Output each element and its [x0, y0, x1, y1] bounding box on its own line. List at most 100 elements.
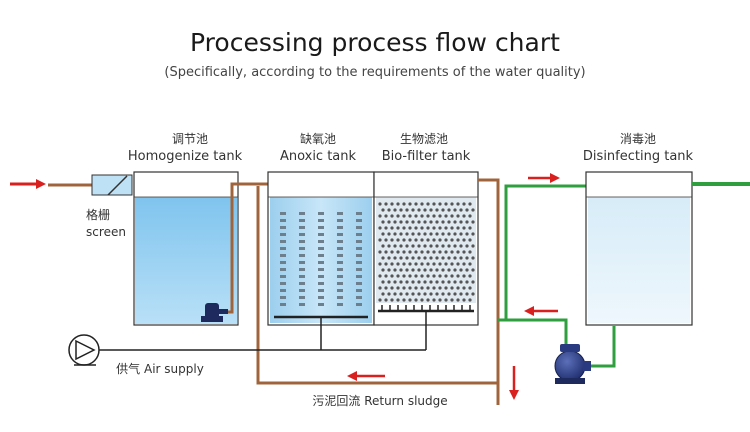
media-particle	[453, 292, 457, 296]
media-particle	[471, 244, 475, 248]
media-particle	[468, 250, 472, 254]
media-particle	[453, 268, 457, 272]
bubble	[299, 247, 305, 250]
media-particle	[420, 298, 424, 302]
media-particle	[405, 220, 409, 224]
media-particle	[417, 256, 421, 260]
media-particle	[438, 202, 442, 206]
media-particle	[450, 274, 454, 278]
media-particle	[381, 280, 385, 284]
bubble	[318, 282, 324, 285]
media-particle	[426, 202, 430, 206]
media-particle	[387, 268, 391, 272]
bubble	[318, 303, 324, 306]
media-particle	[450, 250, 454, 254]
media-particle	[396, 202, 400, 206]
media-particle	[378, 262, 382, 266]
anoxic-tank-label-en: Anoxic tank	[280, 149, 357, 164]
media-particle	[471, 268, 475, 272]
media-particle	[432, 298, 436, 302]
media-particle	[390, 286, 394, 290]
clean-water-pipe	[498, 184, 598, 322]
bubble	[356, 289, 362, 292]
media-particle	[453, 208, 457, 212]
media-particle	[471, 208, 475, 212]
media-particle	[465, 268, 469, 272]
media-particle	[393, 256, 397, 260]
media-particle	[405, 244, 409, 248]
media-particle	[438, 238, 442, 242]
pump-suction-pipe	[506, 318, 568, 348]
screen-label-cn: 格栅	[86, 207, 110, 222]
media-particle	[411, 292, 415, 296]
media-particle	[456, 238, 460, 242]
media-particle	[420, 226, 424, 230]
media-particle	[465, 244, 469, 248]
media-particle	[408, 238, 412, 242]
page-title: Processing process flow chart	[190, 28, 560, 57]
media-particle	[441, 280, 445, 284]
media-particle	[411, 256, 415, 260]
media-particle	[399, 232, 403, 236]
filter-media	[378, 202, 475, 302]
media-particle	[384, 226, 388, 230]
media-particle	[432, 226, 436, 230]
bubble	[318, 226, 324, 229]
media-particle	[414, 214, 418, 218]
media-particle	[447, 208, 451, 212]
media-particle	[420, 238, 424, 242]
media-particle	[429, 244, 433, 248]
media-particle	[384, 214, 388, 218]
media-particle	[378, 238, 382, 242]
media-particle	[399, 268, 403, 272]
bubble	[337, 275, 343, 278]
inlet-arrow	[10, 179, 46, 189]
media-particle	[459, 220, 463, 224]
bubble	[356, 233, 362, 236]
bubble	[280, 233, 286, 236]
media-particle	[456, 274, 460, 278]
media-particle	[405, 292, 409, 296]
media-particle	[402, 226, 406, 230]
media-particle	[462, 226, 466, 230]
media-particle	[393, 268, 397, 272]
media-particle	[420, 202, 424, 206]
biofilter-tank	[373, 171, 479, 326]
media-particle	[444, 226, 448, 230]
media-particle	[390, 250, 394, 254]
media-particle	[441, 244, 445, 248]
media-particle	[432, 286, 436, 290]
media-particle	[387, 220, 391, 224]
media-particle	[414, 298, 418, 302]
media-particle	[450, 262, 454, 266]
media-particle	[447, 220, 451, 224]
media-particle	[408, 286, 412, 290]
media-particle	[423, 244, 427, 248]
media-particle	[450, 214, 454, 218]
media-particle	[441, 220, 445, 224]
media-particle	[390, 202, 394, 206]
return-sludge-arrow	[347, 371, 385, 381]
media-particle	[462, 262, 466, 266]
media-particle	[426, 238, 430, 242]
media-particle	[408, 214, 412, 218]
media-particle	[420, 262, 424, 266]
media-particle	[381, 292, 385, 296]
bubble	[318, 212, 324, 215]
bubble	[280, 275, 286, 278]
media-particle	[423, 280, 427, 284]
media-particle	[384, 274, 388, 278]
media-particle	[420, 214, 424, 218]
bubble	[280, 282, 286, 285]
bubble	[356, 226, 362, 229]
media-particle	[396, 238, 400, 242]
media-particle	[399, 208, 403, 212]
media-particle	[441, 208, 445, 212]
media-particle	[444, 214, 448, 218]
media-particle	[399, 220, 403, 224]
media-particle	[408, 274, 412, 278]
media-particle	[429, 208, 433, 212]
media-particle	[429, 232, 433, 236]
media-particle	[381, 232, 385, 236]
media-particle	[396, 262, 400, 266]
